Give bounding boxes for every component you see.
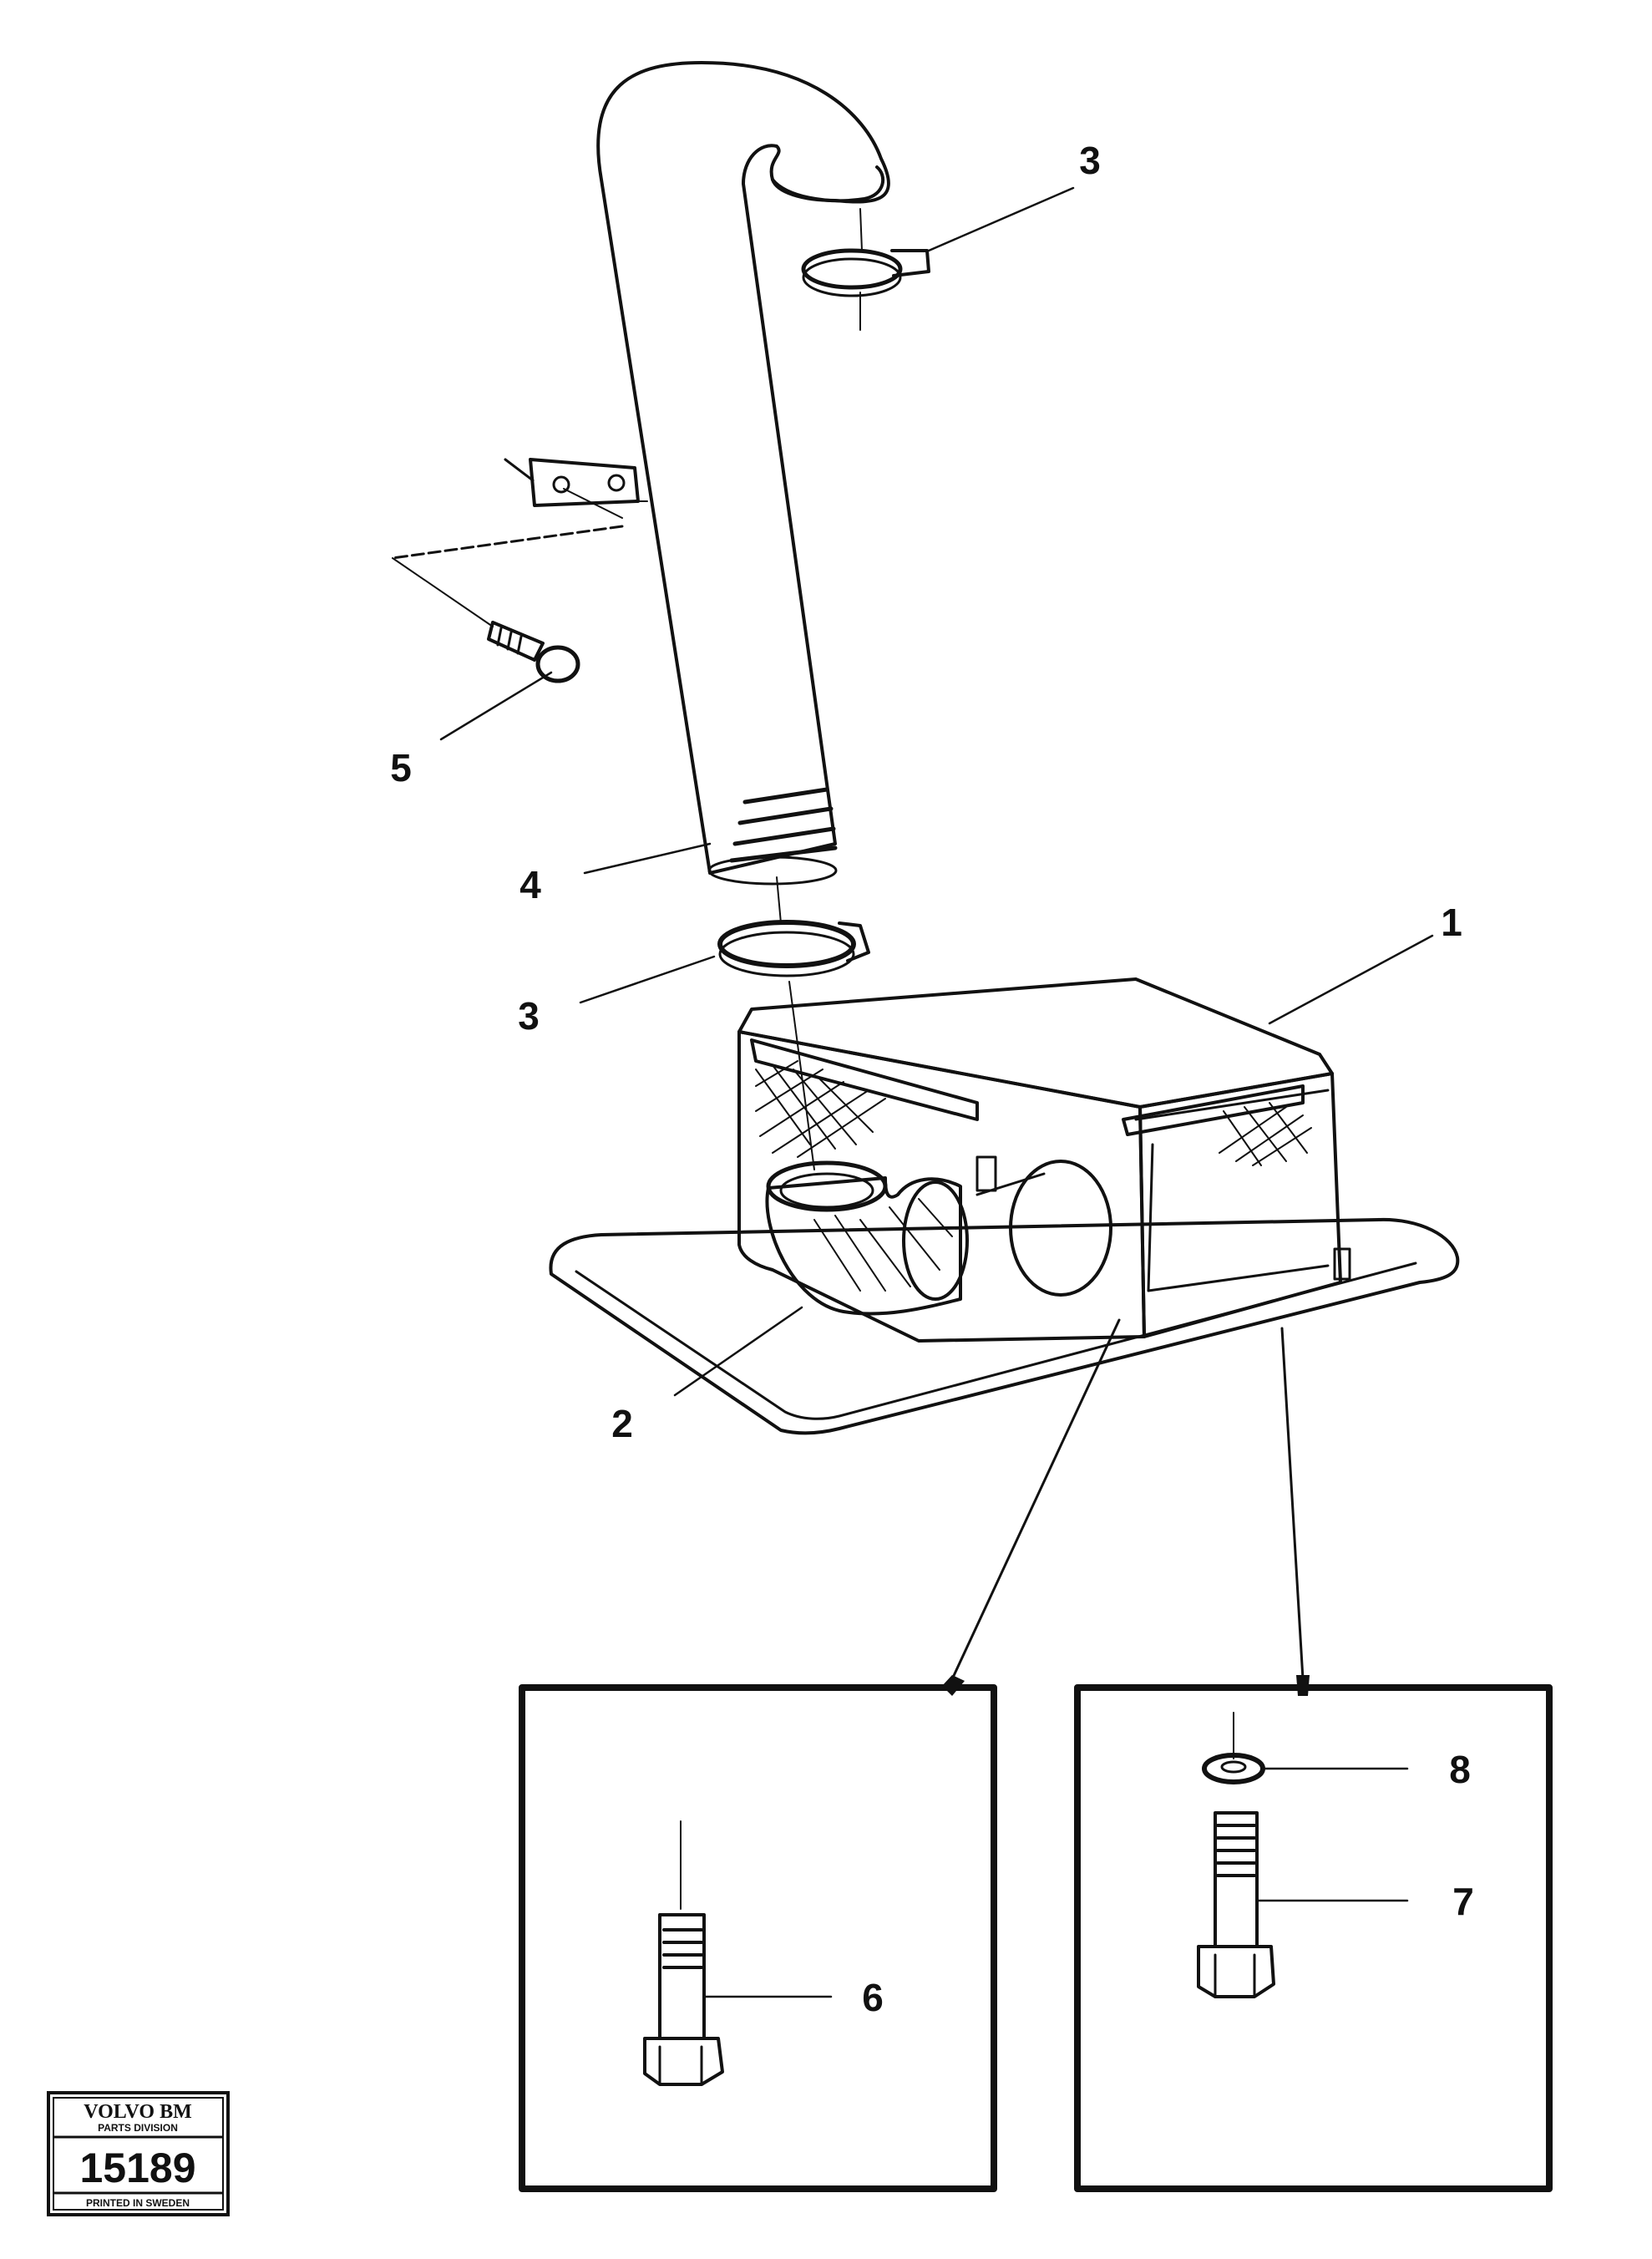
callout-2: 2 bbox=[611, 1402, 633, 1445]
stamp-brand: VOLVO BM bbox=[84, 2101, 192, 2123]
detail-box-b bbox=[1074, 1327, 1553, 2192]
callout-1: 1 bbox=[1441, 901, 1462, 944]
air-cleaner-housing bbox=[737, 977, 1351, 1343]
intake-elbow bbox=[765, 981, 969, 1316]
stamp-number: 15189 bbox=[79, 2145, 195, 2191]
leader-lines bbox=[439, 186, 1434, 1998]
detail-box-a bbox=[519, 1318, 1121, 2192]
bracket-screw bbox=[391, 525, 624, 683]
intake-pipe bbox=[596, 61, 890, 886]
callout-labels: 1 2 3 3 4 5 6 7 8 bbox=[390, 139, 1474, 2019]
stamp-printed: PRINTED IN SWEDEN bbox=[86, 2197, 190, 2209]
hose-clamp-lower bbox=[717, 876, 870, 977]
callout-3-upper: 3 bbox=[1079, 139, 1101, 182]
callout-4: 4 bbox=[519, 863, 541, 906]
callout-6: 6 bbox=[862, 1976, 884, 2019]
pipe-bracket bbox=[504, 458, 648, 519]
right-mesh-grille bbox=[1219, 1102, 1312, 1166]
hose-clamp-upper bbox=[801, 208, 930, 331]
stamp-division: PARTS DIVISION bbox=[98, 2122, 178, 2134]
callout-8: 8 bbox=[1449, 1748, 1471, 1791]
mounting-plate bbox=[549, 1217, 1460, 1435]
callout-3-lower: 3 bbox=[518, 994, 540, 1038]
callout-7: 7 bbox=[1452, 1880, 1474, 1923]
callout-5: 5 bbox=[390, 746, 412, 789]
volvo-bm-stamp: VOLVO BM PARTS DIVISION 15189 PRINTED IN… bbox=[47, 2091, 230, 2216]
left-mesh-grille bbox=[755, 1060, 886, 1158]
